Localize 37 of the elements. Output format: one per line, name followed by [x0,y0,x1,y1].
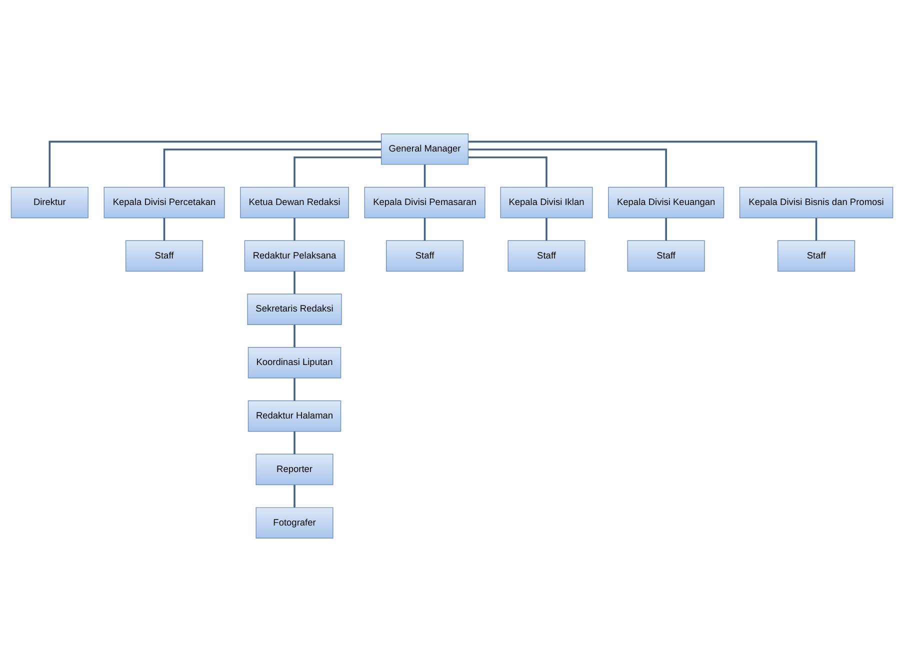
node-box: Direktur [10,186,88,218]
connector [294,270,296,294]
connector [294,217,296,240]
node-box: Fotografer [256,506,334,538]
node-box: General Manager [381,133,469,164]
connector [665,217,667,240]
node-box: Ketua Dewan Redaksi [240,186,349,218]
node-box: Koordinasi Liputan [248,346,342,378]
node-box: Kepala Divisi Pemasaran [364,186,486,218]
node-box: Kepala Divisi Keuangan [608,186,724,218]
node-box: Redaktur Halaman [248,400,342,432]
connector [468,156,548,186]
node-box: Kepala Divisi Bisnis dan Promosi [739,186,894,218]
connector [815,217,818,240]
connector [48,140,382,187]
connector [163,217,166,240]
connector [546,217,548,240]
connector [294,378,296,400]
connector [294,156,382,186]
connector [294,484,296,507]
connector [424,217,426,240]
connector [468,148,667,187]
node-box: Staff [386,240,464,272]
connector [424,164,426,187]
node-box: Staff [125,240,204,272]
connector [163,148,382,187]
node-box: Staff [627,240,705,272]
node-box: Reporter [256,453,334,485]
connector [294,431,296,454]
connector [294,324,296,347]
node-box: Sekretaris Redaksi [247,293,342,324]
node-box: Redaktur Pelaksana [244,240,345,272]
node-box: Kepala Divisi Percetakan [104,186,225,218]
node-box: Kepala Divisi Iklan [500,186,593,218]
node-box: Staff [508,240,586,272]
node-box: Staff [777,240,856,272]
connector [468,140,818,187]
